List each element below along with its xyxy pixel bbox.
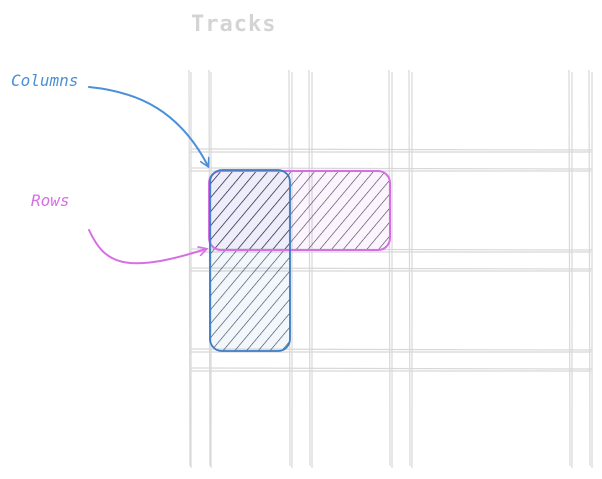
- grid-line-h1a: [190, 148, 593, 151]
- column-track-highlight: [209, 169, 291, 352]
- grid-lines: [188, 69, 593, 468]
- rows-annotation: Rows: [31, 191, 70, 210]
- grid-line-v7a: [568, 69, 571, 467]
- diagram-title: Tracks: [191, 12, 277, 37]
- column-track-hatch: [210, 170, 290, 351]
- grid-line-h2a: [190, 167, 593, 170]
- columns-arrow: [88, 86, 208, 166]
- grid-line-h6a: [190, 367, 593, 370]
- grid-line-v8a: [588, 69, 591, 467]
- rows-arrow: [88, 229, 206, 265]
- columns-annotation: Columns: [11, 71, 79, 90]
- row-track-highlight: [208, 170, 391, 251]
- grid-line-v1a: [188, 69, 191, 467]
